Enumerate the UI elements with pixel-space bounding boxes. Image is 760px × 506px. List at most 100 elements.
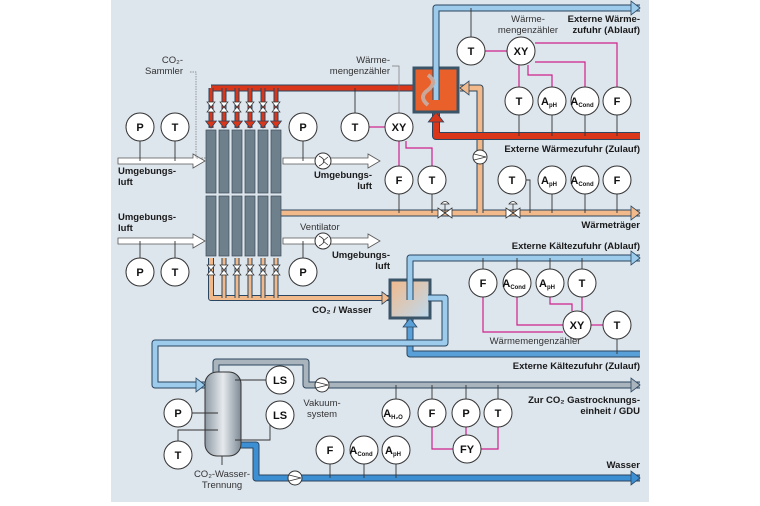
instrument-tag: T	[429, 175, 436, 187]
instrument-tag-letter: P	[136, 267, 143, 279]
instrument-a: ACond	[570, 86, 600, 116]
instrument-tag-letter: A	[539, 278, 547, 290]
gas-drying-unit-label-line1: Zur CO₂ Gastrocknungs-	[528, 395, 640, 406]
hot-branch-3-arrowhead	[243, 120, 257, 129]
instrument-tag-letter: F	[327, 445, 334, 457]
instrument-bubble	[570, 86, 600, 116]
instrument-tag-subscript: pH	[549, 182, 557, 188]
signal-line	[549, 297, 573, 311]
instrument-t: T	[602, 310, 632, 340]
valve-body	[245, 101, 255, 113]
instrument-tag-letter: A	[541, 96, 549, 108]
signal-line	[431, 427, 453, 450]
instrument-xy: XY	[384, 112, 414, 142]
instrument-tag-letter: P	[299, 267, 306, 279]
instrument-a: ACond	[502, 268, 532, 298]
co2-water-separator-vessel	[204, 371, 242, 457]
instrument-tag-subscript: H₂O	[391, 415, 403, 421]
collector-valve-bottom-2	[232, 264, 242, 276]
ambient-air-in-1-label-line1: Umgebungs-	[118, 166, 176, 177]
instrument-tag-letter: P	[299, 122, 306, 134]
collector-column-upper-1	[218, 129, 230, 194]
instrument-fy: FY	[452, 434, 482, 464]
external-heat-supply-outlet-arrowhead	[630, 0, 641, 16]
hot-branch-2-arrowhead	[230, 120, 244, 129]
collector-valve-bottom-5	[271, 264, 281, 276]
collector-column-upper-3	[244, 129, 256, 194]
signal-line	[516, 297, 563, 326]
instrument-tag: T	[172, 122, 179, 134]
instrument-tag: T	[516, 96, 523, 108]
instrument-tag: P	[299, 122, 306, 134]
instrument-bubble	[265, 400, 295, 430]
separator-label-line1: CO₂-Wasser-	[194, 469, 250, 480]
instrument-tag-subscript: Cond	[357, 452, 373, 458]
heat-carrier-pump	[472, 149, 488, 165]
instrument-f: F	[468, 268, 498, 298]
instrument-ls: LS	[265, 400, 295, 430]
instrument-bubble	[567, 268, 597, 298]
ambient-air-out-2-label-line2: luft	[375, 261, 391, 272]
instrument-tag: ApH	[541, 96, 557, 109]
instrument-bubble	[535, 268, 565, 298]
signal-line	[535, 61, 586, 87]
instrument-t: T	[160, 257, 190, 287]
instrument-tag-letter: T	[495, 408, 502, 420]
instrument-bubble	[384, 112, 414, 142]
instrument-tag-letter: A	[385, 445, 393, 457]
instrument-tap-line	[177, 429, 218, 441]
ambient-air-in-2-label-line2: luft	[118, 223, 134, 234]
external-cold-supply-inlet-arrowhead	[402, 317, 418, 328]
collector-valve-top-2	[232, 101, 242, 113]
instrument-bubble	[384, 165, 414, 195]
instrument-tag-letter: T	[352, 122, 359, 134]
external-heat-inlet-label: Externe Wärmezufuhr (Zulauf)	[504, 144, 640, 155]
external-heat-supply-outlet	[433, 5, 640, 100]
instrument-t: T	[163, 440, 193, 470]
instrument-bubble	[288, 257, 318, 287]
ambient-air-out-1-label-line2: luft	[357, 181, 373, 192]
collector-column-lower-1	[218, 195, 230, 257]
instrument-tag-letter: F	[480, 278, 487, 290]
instrument-p: P	[288, 112, 318, 142]
instrument-t: T	[417, 165, 447, 195]
instrument-p: P	[451, 398, 481, 428]
instrument-tag-letter: P	[136, 122, 143, 134]
instrument-tag: F	[480, 278, 487, 290]
instrument-tag: XY	[514, 46, 529, 58]
instrument-bubble	[506, 36, 536, 66]
instrument-xy: XY	[506, 36, 536, 66]
valve-body	[206, 264, 216, 276]
instrument-tag-letter: T	[172, 122, 179, 134]
instrument-ls: LS	[265, 365, 295, 395]
collector-column-upper-2	[231, 129, 243, 194]
gas-pipe	[213, 359, 640, 388]
instrument-tag: P	[174, 408, 181, 420]
instrument-tag: T	[579, 278, 586, 290]
collector-valve-top-5	[271, 101, 281, 113]
collector-column-upper-0	[205, 129, 217, 194]
instrument-tag: ApH	[539, 278, 555, 291]
collector-valve-bottom-3	[245, 264, 255, 276]
instrument-tag: LS	[273, 375, 287, 387]
instrument-f: F	[602, 165, 632, 195]
valve-body	[219, 264, 229, 276]
instrument-tag: P	[136, 267, 143, 279]
instrument-a: AH₂O	[381, 398, 411, 428]
instrument-tag-letter: XY	[514, 46, 529, 58]
heat-meter-2-label-line1: Wärme-	[511, 14, 545, 25]
instrument-bubble	[483, 398, 513, 428]
external-cold-supply-outlet-arrowhead	[630, 250, 641, 266]
instrument-tag-letter: LS	[273, 375, 287, 387]
instrument-tag: ACond	[349, 445, 373, 458]
collector-column-upper-5	[270, 129, 282, 194]
instrument-tag-letter: T	[429, 175, 436, 187]
instrument-bubble	[315, 435, 345, 465]
external-heat-outlet-label-line1: Externe Wärme-	[568, 14, 640, 25]
pipes-layer	[117, 0, 641, 486]
ambient-air-inlet-1	[117, 153, 206, 169]
instrument-tag: T	[468, 46, 475, 58]
instrument-bubble	[340, 112, 370, 142]
instrument-a: ApH	[381, 435, 411, 465]
